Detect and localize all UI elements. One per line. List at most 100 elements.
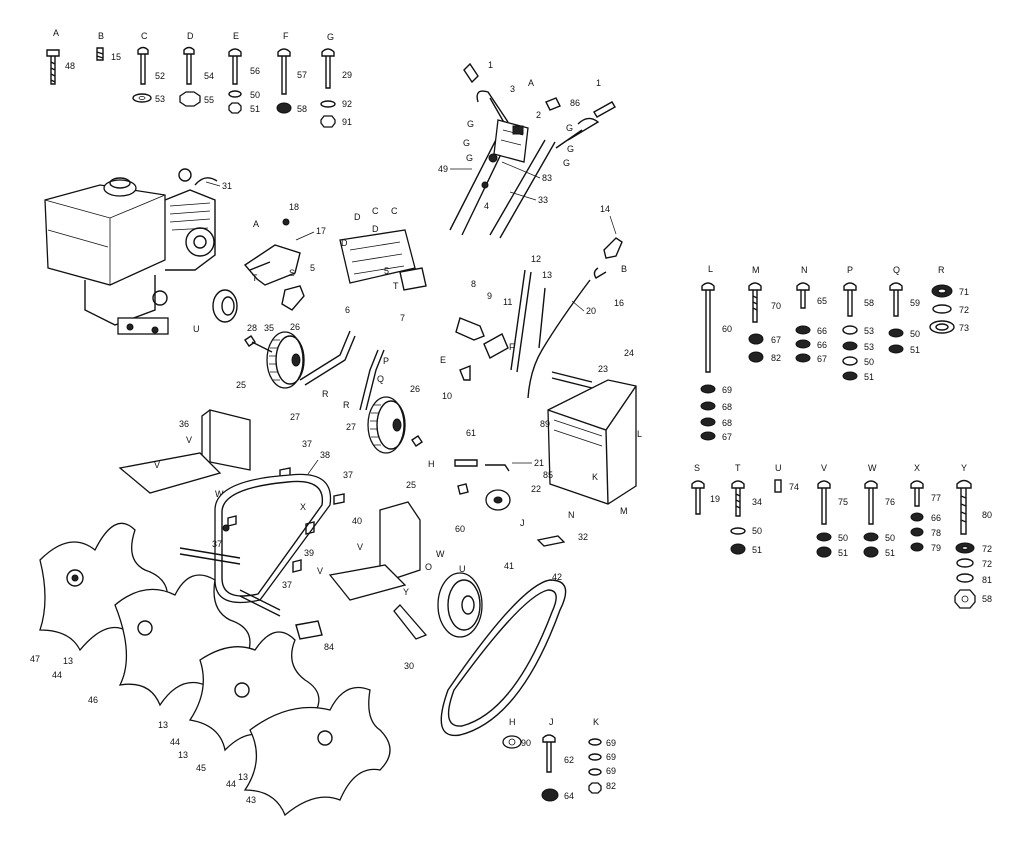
callout: 40 [352, 516, 362, 526]
nut-d [179, 91, 201, 107]
callout: 31 [222, 181, 232, 191]
callout: V [317, 566, 323, 576]
callout: C [391, 206, 398, 216]
callout: 13 [542, 270, 552, 280]
clip-60 [457, 483, 469, 495]
hw-part: 82 [606, 781, 616, 791]
hw-part: 67 [722, 432, 732, 442]
hw-letter: U [775, 463, 782, 473]
hw-part: 51 [838, 548, 848, 558]
hw-part: 91 [342, 117, 352, 127]
callout: 13 [238, 772, 248, 782]
mount-plate [339, 229, 416, 284]
hardware-top: A 48 B 15 C 52 53 D 54 55 E 56 50 51 F 5… [46, 28, 352, 128]
callout: 41 [504, 561, 514, 571]
callout: 36 [179, 419, 189, 429]
hw-part: 71 [959, 287, 969, 297]
callout: G [466, 153, 473, 163]
clutch-rod [510, 269, 532, 373]
callout: G [467, 119, 474, 129]
spring-13 [538, 287, 546, 349]
bolt-d [183, 46, 195, 85]
hw-part: 72 [982, 544, 992, 554]
hw-part: 69 [606, 738, 616, 748]
callout: W [215, 489, 224, 499]
hw-letter: P [847, 265, 853, 275]
pin-61 [454, 459, 478, 467]
callout: V [186, 435, 192, 445]
hw-part: 60 [722, 324, 732, 334]
hardware-bottom: H 90 J 62 64 K 69 69 69 82 [502, 717, 616, 802]
grip-bolt-2 [593, 101, 616, 118]
hw-part: 51 [864, 372, 874, 382]
hw-letter: S [694, 463, 700, 473]
hw-letter: C [141, 31, 148, 41]
spacer-37b [333, 493, 345, 505]
callout: 35 [264, 323, 274, 333]
callout: L [637, 429, 642, 439]
hw-part: 90 [521, 738, 531, 748]
bolt-j [542, 734, 556, 773]
callout: 21 [534, 458, 544, 468]
engine [44, 168, 218, 335]
callout: R [322, 389, 329, 399]
hw-part: 67 [771, 335, 781, 345]
transmission-case [179, 473, 332, 617]
hw-letter: E [233, 31, 239, 41]
hw-part: 77 [931, 493, 941, 503]
hw-part: 50 [864, 357, 874, 367]
label-84 [295, 620, 323, 640]
callout: 4 [484, 201, 489, 211]
clip-10 [459, 364, 471, 381]
rod-23 [551, 371, 593, 389]
callout: 30 [404, 661, 414, 671]
callout: A [253, 219, 259, 229]
callout: 23 [598, 364, 608, 374]
tine-pulley [437, 572, 483, 638]
control-cable [527, 279, 591, 399]
callout: T [252, 273, 258, 283]
hw-part: 67 [817, 354, 827, 364]
callout: G [566, 123, 573, 133]
hw-part: 58 [297, 104, 307, 114]
hw-part: 82 [771, 353, 781, 363]
callout: 89 [540, 419, 550, 429]
axle-bolt-25b [411, 435, 423, 447]
callout: T [393, 281, 399, 291]
tine-shield-left [118, 452, 222, 494]
wheel-left [266, 331, 305, 389]
callout: W [436, 549, 445, 559]
hw-part: 79 [931, 543, 941, 553]
hw-part: 29 [342, 70, 352, 80]
hw-letter: N [801, 265, 808, 275]
hw-part: 66 [817, 340, 827, 350]
side-plate-36 [201, 409, 251, 471]
callout: 25 [236, 380, 246, 390]
bolt-f [277, 48, 291, 95]
callout: 25 [406, 480, 416, 490]
hw-part: 70 [771, 301, 781, 311]
hw-part: 65 [817, 296, 827, 306]
washer-g [320, 100, 336, 108]
hw-part: 52 [155, 71, 165, 81]
axle-bolt-25 [244, 335, 273, 353]
link-11 [483, 333, 509, 359]
callout: 44 [226, 779, 236, 789]
hw-part: 72 [982, 559, 992, 569]
hw-part: 48 [65, 61, 75, 71]
hw-letter: K [593, 717, 599, 727]
callout: R [343, 400, 350, 410]
spacer-37d [292, 559, 302, 573]
drive-belt [440, 579, 567, 737]
belt-guard [547, 379, 637, 505]
tine-right-b [243, 686, 391, 817]
spacer-39 [305, 521, 315, 535]
hw-part: 50 [885, 533, 895, 543]
callout: G [567, 144, 574, 154]
hw-part: 66 [817, 326, 827, 336]
callout: G [463, 138, 470, 148]
hw-letter: B [98, 31, 104, 41]
callout: D [372, 224, 379, 234]
callout: 85 [543, 470, 553, 480]
